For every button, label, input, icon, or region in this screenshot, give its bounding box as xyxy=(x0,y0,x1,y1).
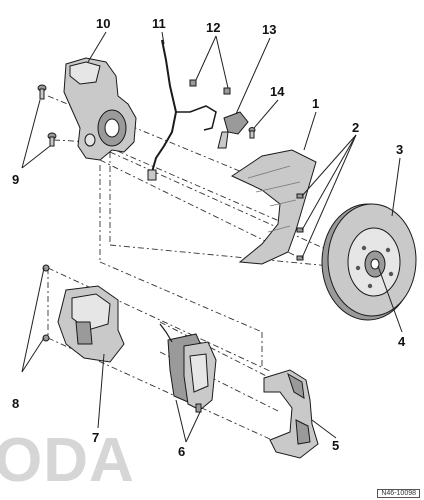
callout-7: 7 xyxy=(92,430,99,445)
callout-14: 14 xyxy=(270,84,285,99)
callout-1: 1 xyxy=(312,96,319,111)
sensor-screw xyxy=(248,127,256,139)
knuckle-bolts xyxy=(37,84,57,147)
caliper-guide-bolts xyxy=(42,264,50,342)
brake-pads xyxy=(159,323,217,413)
callout-8: 8 xyxy=(12,396,19,411)
callout-13: 13 xyxy=(262,22,276,37)
callout-4: 4 xyxy=(398,334,406,349)
brake-carrier xyxy=(263,369,319,459)
callout-leaders xyxy=(21,31,403,443)
wire-clips xyxy=(189,79,231,95)
callout-11: 11 xyxy=(152,16,166,31)
bolt-upper xyxy=(37,84,47,100)
watermark-logo: ODA xyxy=(0,426,135,495)
reference-code: N46-10098 xyxy=(377,489,420,498)
callout-6: 6 xyxy=(178,444,185,459)
callout-5: 5 xyxy=(332,438,339,453)
callout-2: 2 xyxy=(352,120,359,135)
callout-numbers: 1 2 3 4 5 6 7 8 9 10 11 12 13 14 xyxy=(12,16,406,459)
brake-disc xyxy=(321,203,417,321)
disc-bolt-holes xyxy=(355,245,394,289)
splash-plate-screws xyxy=(296,193,304,261)
callout-12: 12 xyxy=(206,20,220,35)
brake-splash-plate xyxy=(230,149,317,265)
callout-3: 3 xyxy=(396,142,403,157)
steering-knuckle xyxy=(63,57,137,161)
brake-caliper-housing xyxy=(57,285,125,363)
bolt-lower xyxy=(47,132,57,147)
wear-indicator-wire xyxy=(147,39,217,181)
speed-sensor xyxy=(217,111,249,149)
callout-9: 9 xyxy=(12,172,19,187)
callout-10: 10 xyxy=(96,16,110,31)
